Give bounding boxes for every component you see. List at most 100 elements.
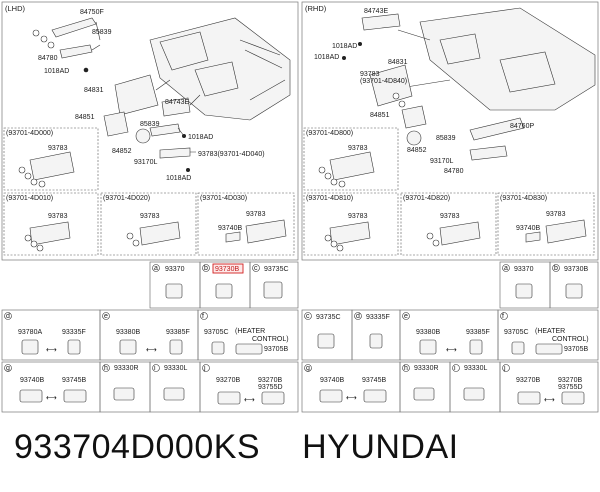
svg-text:f: f: [202, 313, 204, 320]
svg-text:g: g: [6, 365, 10, 372]
brand-name: HYUNDAI: [302, 428, 459, 466]
parts-diagram: (LHD) 84750F 85839 84780 1018AD 84831 84…: [1, 1, 599, 413]
rhd-group-4d830: [497, 192, 595, 256]
svg-text:84750F: 84750F: [80, 9, 104, 16]
svg-text:93783: 93783: [246, 211, 266, 218]
svg-text:84852: 84852: [407, 147, 427, 154]
svg-text:c: c: [306, 313, 310, 320]
svg-text:93755D: 93755D: [258, 384, 283, 391]
lhd-part-84743e: [161, 97, 191, 117]
svg-text:93745B: 93745B: [362, 377, 386, 384]
rhd-section-label: (RHD): [305, 4, 327, 13]
rhd-group-4d820: [400, 192, 497, 256]
svg-text:93330L: 93330L: [464, 365, 487, 372]
svg-text:93370: 93370: [165, 266, 185, 273]
lhd-panel-frame: [1, 1, 299, 261]
svg-text:93780A: 93780A: [18, 329, 42, 336]
svg-text:93380B: 93380B: [416, 329, 440, 336]
svg-text:h: h: [104, 365, 108, 372]
svg-text:93705C: 93705C: [504, 329, 529, 336]
svg-text:93380B: 93380B: [116, 329, 140, 336]
lhd-group-4d010: [3, 192, 99, 256]
svg-text:c: c: [254, 265, 258, 272]
svg-text:93783: 93783: [360, 71, 380, 78]
svg-text:93740B: 93740B: [218, 225, 242, 232]
rhd-part-93170l: [469, 145, 508, 161]
svg-text:⟷: ⟷: [446, 345, 458, 354]
lhd-group-4d000: [3, 127, 99, 191]
svg-text:84851: 84851: [370, 112, 390, 119]
svg-text:1018AD: 1018AD: [44, 68, 69, 75]
svg-text:93783: 93783: [348, 213, 368, 220]
svg-text:93740B: 93740B: [320, 377, 344, 384]
lhd-part-84852: [135, 128, 151, 144]
highlighted-part-93730b[interactable]: [212, 263, 244, 274]
svg-text:93730B: 93730B: [215, 266, 239, 273]
rhd-cluster-opening: [499, 51, 556, 93]
svg-text:93170L: 93170L: [134, 159, 157, 166]
svg-text:1018AD: 1018AD: [166, 175, 191, 182]
svg-text:⟷: ⟷: [346, 393, 358, 402]
svg-text:85839: 85839: [140, 121, 160, 128]
svg-text:84852: 84852: [112, 148, 132, 155]
svg-text:93783: 93783: [440, 213, 460, 220]
svg-text:1018AD: 1018AD: [314, 54, 339, 61]
svg-text:93705C: 93705C: [204, 329, 229, 336]
svg-text:93783: 93783: [348, 145, 368, 152]
svg-text:j: j: [203, 365, 206, 372]
svg-text:93735C: 93735C: [264, 266, 289, 273]
svg-text:93330R: 93330R: [114, 365, 139, 372]
svg-text:84780: 84780: [38, 55, 58, 62]
svg-text:93705B: 93705B: [564, 346, 588, 353]
svg-text:e: e: [404, 313, 408, 320]
svg-text:93385F: 93385F: [166, 329, 190, 336]
svg-text:93330L: 93330L: [164, 365, 187, 372]
svg-text:⟷: ⟷: [46, 393, 58, 402]
rhd-callouts: 84743E 1018AD 1018AD 84831 93783 (93701-…: [314, 8, 534, 175]
svg-text:(93701-4D010): (93701-4D010): [6, 195, 53, 202]
svg-text:93730B: 93730B: [564, 266, 588, 273]
svg-text:(93701-4D830): (93701-4D830): [500, 195, 547, 202]
rhd-group-4d800: [303, 127, 399, 191]
svg-text:⟷: ⟷: [146, 345, 158, 354]
svg-text:93783(93701-4D040): 93783(93701-4D040): [198, 151, 265, 158]
svg-text:84851: 84851: [75, 114, 95, 121]
svg-text:(HEATER: (HEATER: [535, 328, 565, 335]
lhd-part-84831: [114, 74, 159, 116]
rhd-part-84852: [406, 130, 422, 146]
svg-text:e: e: [104, 313, 108, 320]
rhd-panel-frame: [301, 1, 599, 261]
svg-text:(93701-4D820): (93701-4D820): [403, 195, 450, 202]
svg-text:⟷: ⟷: [544, 395, 556, 404]
svg-text:93705B: 93705B: [264, 346, 288, 353]
svg-text:93335F: 93335F: [62, 329, 86, 336]
lhd-cluster-opening: [159, 31, 209, 71]
lhd-group-4d020: [100, 192, 197, 256]
part-number: 933704D000KS: [14, 428, 261, 466]
svg-text:93270B: 93270B: [258, 377, 282, 384]
svg-text:1018AD: 1018AD: [332, 43, 357, 50]
lhd-part-84851: [103, 111, 129, 137]
svg-text:i: i: [154, 365, 156, 372]
svg-text:93783: 93783: [546, 211, 566, 218]
svg-text:d: d: [356, 313, 360, 320]
svg-text:93783: 93783: [140, 213, 160, 220]
rhd-part-84831: [369, 64, 413, 107]
lhd-section-label: (LHD): [5, 4, 26, 13]
switch-table-right: a 93370 b 93730B c 93735C d 93335F e 933…: [301, 261, 599, 413]
svg-text:84743E: 84743E: [165, 99, 189, 106]
svg-text:93740B: 93740B: [516, 225, 540, 232]
svg-text:84760P: 84760P: [510, 123, 534, 130]
svg-text:93783: 93783: [48, 213, 68, 220]
svg-text:d: d: [6, 313, 10, 320]
switch-table-left: a 93370 b 93730B c 93735C d 93780A 93335…: [1, 261, 299, 413]
svg-text:85839: 85839: [436, 135, 456, 142]
svg-text:93330R: 93330R: [414, 365, 439, 372]
lhd-group-4d030: [197, 192, 295, 256]
svg-text:i: i: [454, 365, 456, 372]
svg-text:(93701-4D810): (93701-4D810): [306, 195, 353, 202]
svg-text:(93701-4D020): (93701-4D020): [103, 195, 150, 202]
svg-text:(HEATER: (HEATER: [235, 328, 265, 335]
svg-text:(93701-4D030): (93701-4D030): [200, 195, 247, 202]
svg-text:93783: 93783: [48, 145, 68, 152]
